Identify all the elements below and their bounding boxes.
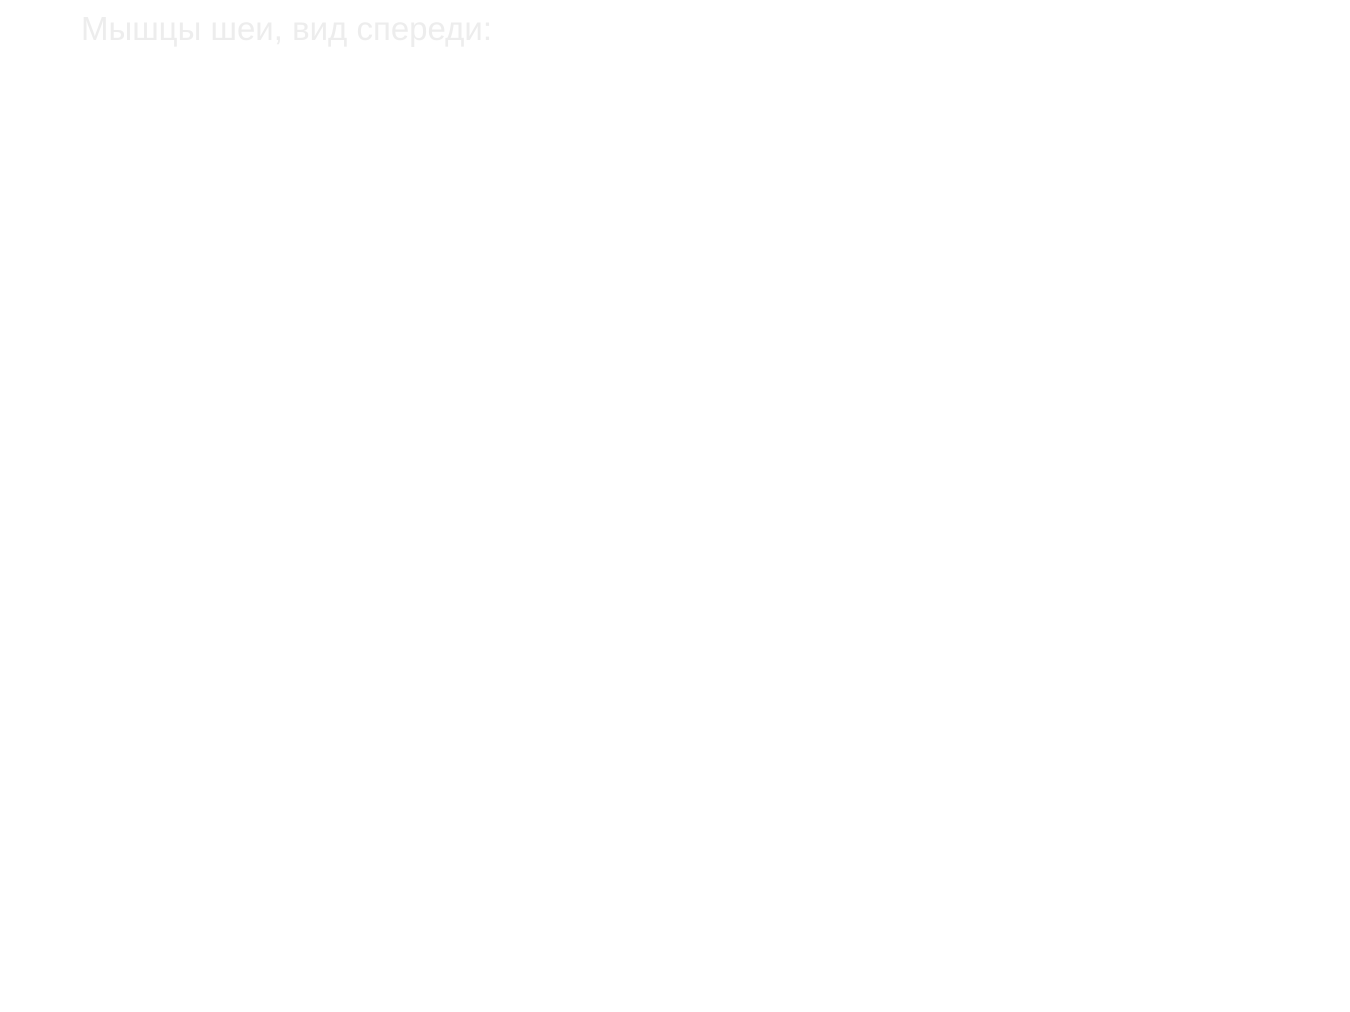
slide-body [0,60,1350,1012]
slide-title: Мышцы шеи, вид спереди: [81,10,493,47]
